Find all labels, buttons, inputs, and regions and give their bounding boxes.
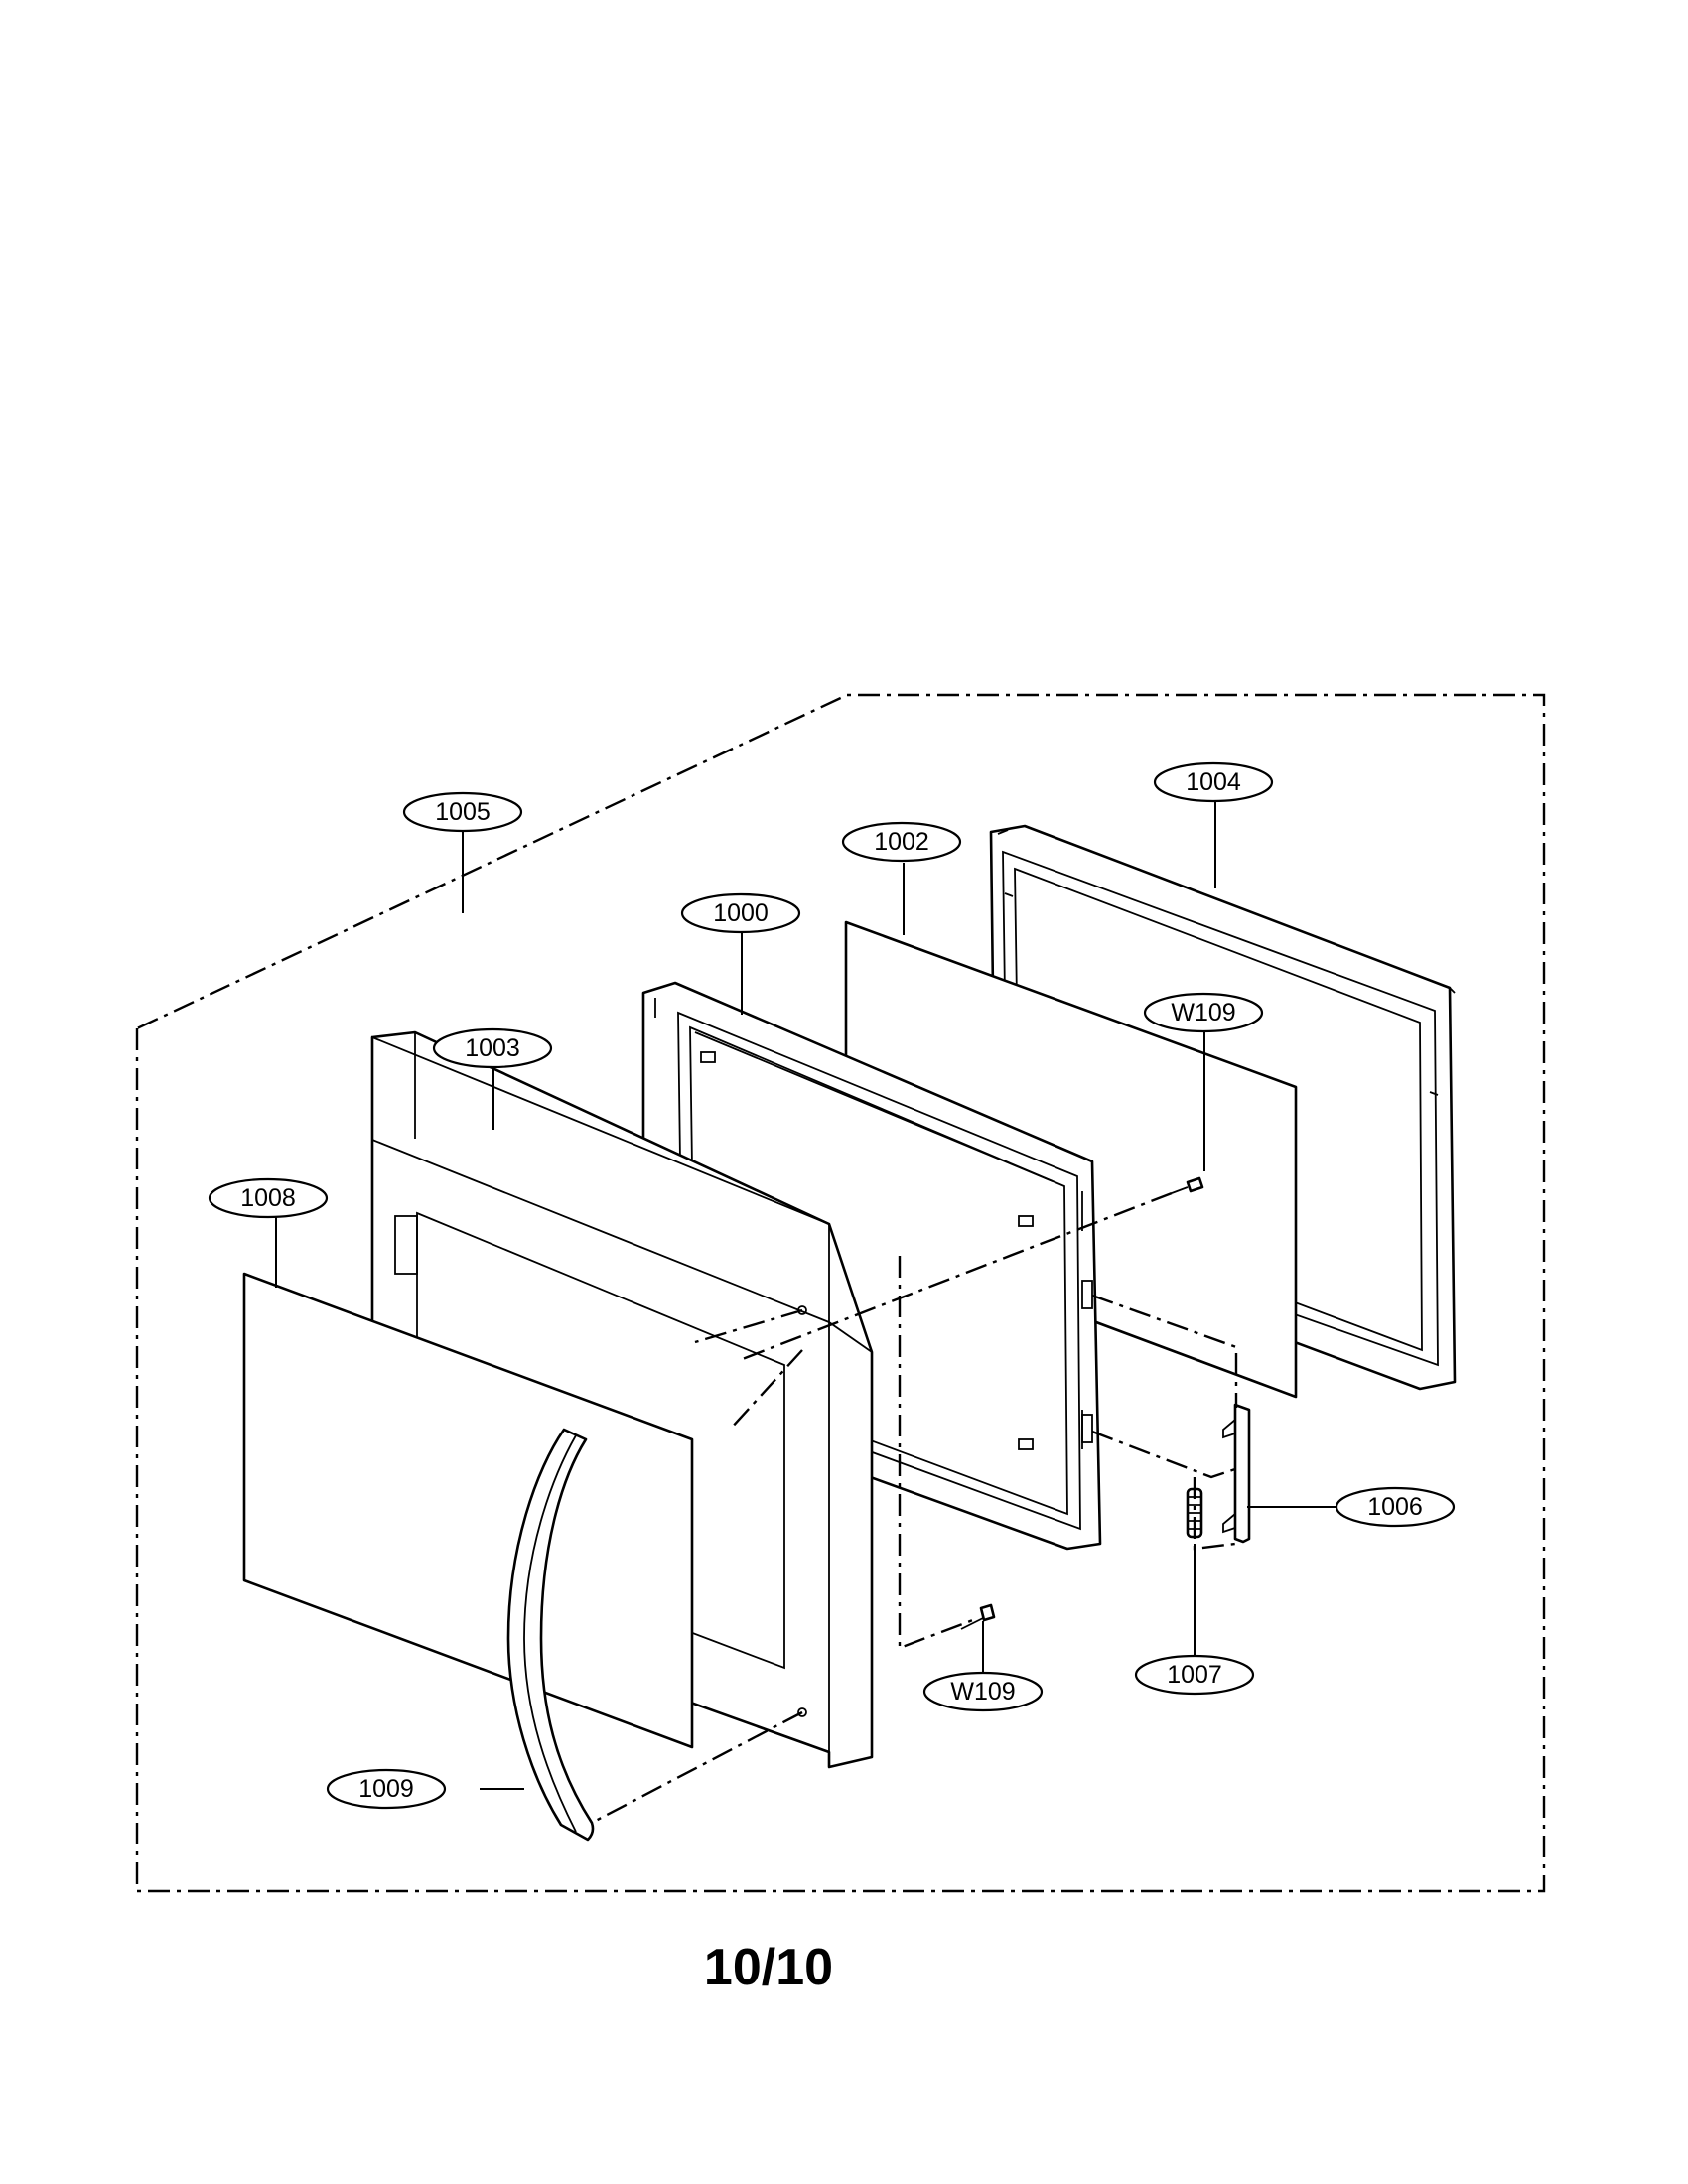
assembly-boundary [135, 693, 1546, 1893]
callout-1003-label: 1003 [465, 1034, 520, 1062]
callout-1002-label: 1002 [874, 828, 929, 856]
callout-w109-top: W109 [1143, 992, 1264, 1033]
part-w109-screw-bottom [960, 1603, 996, 1630]
callout-1005: 1005 [402, 791, 523, 833]
callout-1000-label: 1000 [713, 899, 769, 927]
callout-1005-label: 1005 [435, 798, 491, 826]
part-1009-handle [506, 1428, 595, 1842]
page-number: 10/10 [703, 1939, 834, 1996]
callout-w109-top-label: W109 [1171, 999, 1235, 1026]
callout-w109-bottom: W109 [922, 1671, 1044, 1712]
callout-w109-bottom-label: W109 [950, 1678, 1015, 1706]
callout-1007-label: 1007 [1167, 1661, 1222, 1689]
callout-1009: 1009 [326, 1768, 447, 1810]
callout-1002: 1002 [841, 821, 962, 863]
part-1008-front-panel [242, 1272, 694, 1749]
callout-1004: 1004 [1153, 761, 1274, 803]
callout-1008: 1008 [208, 1177, 329, 1219]
part-w109-screw-top [1171, 1176, 1204, 1194]
callout-1009-label: 1009 [358, 1775, 414, 1803]
callout-1008-label: 1008 [240, 1184, 296, 1212]
leader-lines [275, 800, 1337, 1790]
callout-1007: 1007 [1134, 1654, 1255, 1696]
callout-1004-label: 1004 [1186, 768, 1241, 796]
callout-1006: 1006 [1335, 1486, 1456, 1528]
callout-1000: 1000 [680, 892, 801, 934]
callout-1003: 1003 [432, 1027, 553, 1069]
callout-1006-label: 1006 [1367, 1493, 1423, 1521]
part-1006-latch [1222, 1403, 1251, 1544]
